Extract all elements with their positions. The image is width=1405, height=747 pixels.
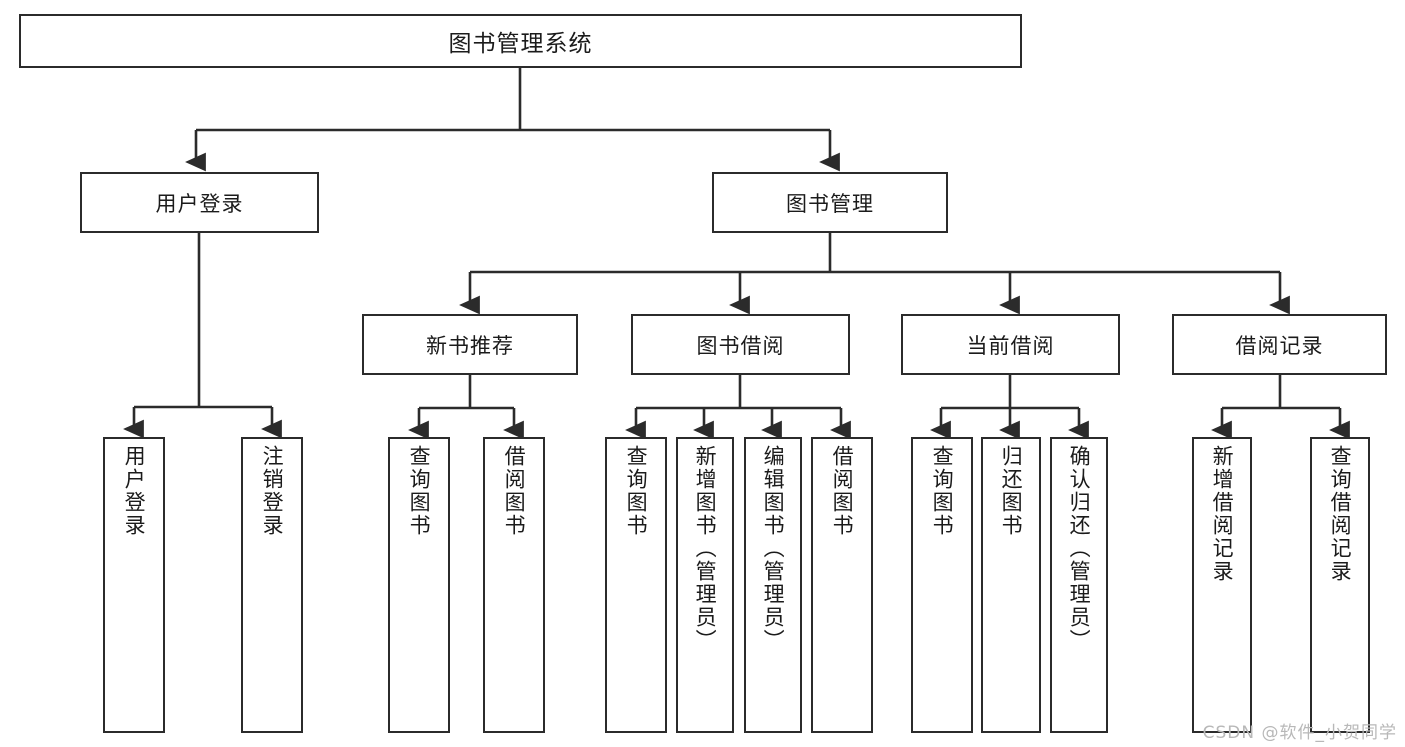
node-borrow-record[interactable]: 借阅记录 bbox=[1172, 314, 1387, 375]
leaf-edit-book-admin[interactable]: 编辑图书（管理员） bbox=[744, 437, 802, 733]
leaf-edit-book-admin-label: 编辑图书（管理员） bbox=[761, 445, 786, 652]
leaf-query-book-borrow[interactable]: 查询图书 bbox=[605, 437, 667, 733]
leaf-add-book-admin-label: 新增图书（管理员） bbox=[693, 445, 718, 652]
leaf-borrow-book-recommend[interactable]: 借阅图书 bbox=[483, 437, 545, 733]
node-current-borrow[interactable]: 当前借阅 bbox=[901, 314, 1120, 375]
leaf-confirm-return-admin[interactable]: 确认归还（管理员） bbox=[1050, 437, 1108, 733]
leaf-confirm-return-admin-label: 确认归还（管理员） bbox=[1067, 445, 1092, 652]
leaf-add-borrow-record-label: 新增借阅记录 bbox=[1210, 445, 1235, 583]
leaf-query-borrow-record-label: 查询借阅记录 bbox=[1328, 445, 1353, 583]
watermark: CSDN @软件_小贺同学 bbox=[1202, 723, 1397, 743]
leaf-add-borrow-record[interactable]: 新增借阅记录 bbox=[1192, 437, 1252, 733]
leaf-borrow-book-label: 借阅图书 bbox=[830, 445, 855, 537]
leaf-return-book[interactable]: 归还图书 bbox=[981, 437, 1041, 733]
node-user-login-label: 用户登录 bbox=[155, 191, 244, 216]
leaf-query-book-recommend[interactable]: 查询图书 bbox=[388, 437, 450, 733]
node-book-management[interactable]: 图书管理 bbox=[712, 172, 948, 233]
node-borrow-record-label: 借阅记录 bbox=[1235, 333, 1324, 358]
leaf-user-login[interactable]: 用户登录 bbox=[103, 437, 165, 733]
node-new-book-recommend-label: 新书推荐 bbox=[426, 333, 514, 358]
leaf-logout-label: 注销登录 bbox=[260, 445, 285, 537]
node-root[interactable]: 图书管理系统 bbox=[19, 14, 1022, 68]
leaf-add-book-admin[interactable]: 新增图书（管理员） bbox=[676, 437, 734, 733]
leaf-query-book-current-label: 查询图书 bbox=[930, 445, 955, 537]
leaf-query-book-recommend-label: 查询图书 bbox=[407, 445, 432, 537]
node-current-borrow-label: 当前借阅 bbox=[966, 333, 1055, 358]
leaf-borrow-book-recommend-label: 借阅图书 bbox=[502, 445, 527, 537]
leaf-query-book-borrow-label: 查询图书 bbox=[624, 445, 649, 537]
node-new-book-recommend[interactable]: 新书推荐 bbox=[362, 314, 578, 375]
node-root-label: 图书管理系统 bbox=[448, 31, 593, 57]
leaf-borrow-book[interactable]: 借阅图书 bbox=[811, 437, 873, 733]
node-book-borrow-label: 图书借阅 bbox=[696, 333, 785, 358]
leaf-logout[interactable]: 注销登录 bbox=[241, 437, 303, 733]
node-book-management-label: 图书管理 bbox=[786, 191, 874, 216]
node-user-login[interactable]: 用户登录 bbox=[80, 172, 319, 233]
leaf-query-borrow-record[interactable]: 查询借阅记录 bbox=[1310, 437, 1370, 733]
leaf-return-book-label: 归还图书 bbox=[999, 445, 1024, 537]
leaf-user-login-label: 用户登录 bbox=[122, 445, 147, 537]
node-book-borrow[interactable]: 图书借阅 bbox=[631, 314, 850, 375]
leaf-query-book-current[interactable]: 查询图书 bbox=[911, 437, 973, 733]
